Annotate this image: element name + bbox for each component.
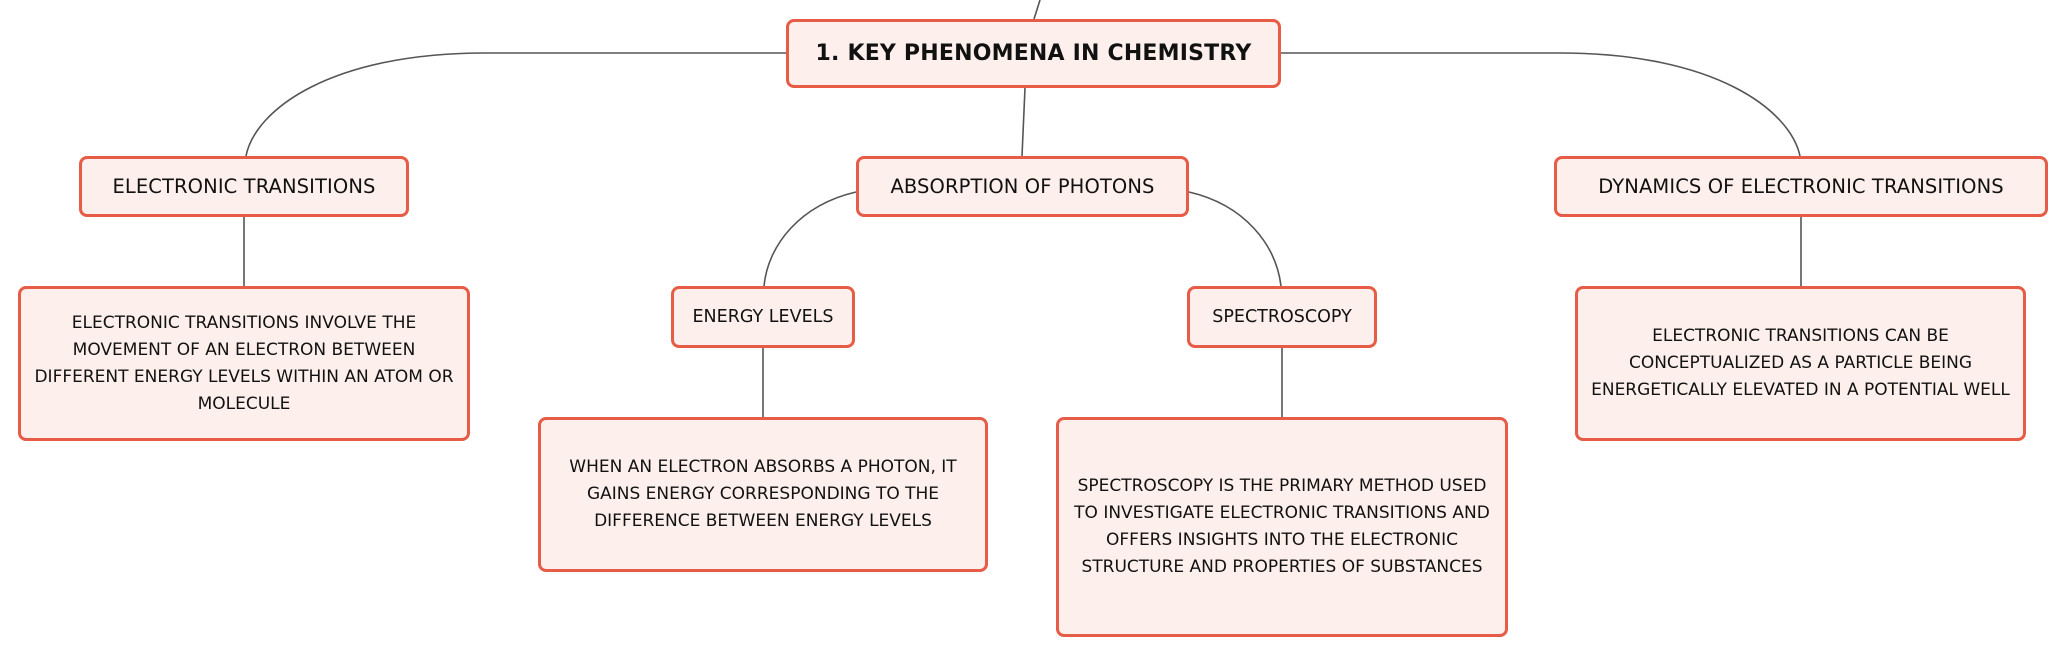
subtopic-label: SPECTROSCOPY bbox=[1212, 307, 1352, 327]
topic-electronic-transitions[interactable]: ELECTRONIC TRANSITIONS bbox=[79, 156, 409, 217]
topic-label: ELECTRONIC TRANSITIONS bbox=[112, 175, 376, 198]
topic-label: ABSORPTION OF PHOTONS bbox=[890, 175, 1155, 198]
detail-text: ELECTRONIC TRANSITIONS INVOLVE THE MOVEM… bbox=[34, 312, 454, 414]
connector-root-dynamics bbox=[1281, 52, 1801, 157]
subtopic-label: ENERGY LEVELS bbox=[692, 307, 834, 327]
subtopic-spectroscopy[interactable]: SPECTROSCOPY bbox=[1187, 286, 1377, 348]
connector-absorption-energy-levels bbox=[763, 191, 857, 287]
root-topic-label: 1. KEY PHENOMENA IN CHEMISTRY bbox=[815, 41, 1252, 66]
detail-energy-levels[interactable]: WHEN AN ELECTRON ABSORBS A PHOTON, IT GA… bbox=[538, 417, 988, 572]
detail-spectroscopy[interactable]: SPECTROSCOPY IS THE PRIMARY METHOD USED … bbox=[1056, 417, 1508, 637]
connector-absorption-spectroscopy bbox=[1188, 191, 1282, 287]
subtopic-energy-levels[interactable]: ENERGY LEVELS bbox=[671, 286, 855, 348]
connector-root-absorption-of-photons bbox=[1021, 87, 1026, 157]
detail-dynamics-of-electronic-transitions[interactable]: ELECTRONIC TRANSITIONS CAN BE CONCEPTUAL… bbox=[1575, 286, 2026, 441]
connector-root-parent bbox=[1033, 0, 1041, 20]
topic-absorption-of-photons[interactable]: ABSORPTION OF PHOTONS bbox=[856, 156, 1189, 217]
detail-text: SPECTROSCOPY IS THE PRIMARY METHOD USED … bbox=[1074, 476, 1490, 577]
topic-label: DYNAMICS OF ELECTRONIC TRANSITIONS bbox=[1598, 175, 2004, 198]
connector-root-electronic-transitions bbox=[245, 52, 786, 157]
detail-text: WHEN AN ELECTRON ABSORBS A PHOTON, IT GA… bbox=[569, 457, 957, 531]
detail-electronic-transitions[interactable]: ELECTRONIC TRANSITIONS INVOLVE THE MOVEM… bbox=[18, 286, 470, 441]
topic-dynamics-of-electronic-transitions[interactable]: DYNAMICS OF ELECTRONIC TRANSITIONS bbox=[1554, 156, 2048, 217]
root-topic[interactable]: 1. KEY PHENOMENA IN CHEMISTRY bbox=[786, 19, 1281, 88]
detail-text: ELECTRONIC TRANSITIONS CAN BE CONCEPTUAL… bbox=[1591, 326, 2010, 400]
